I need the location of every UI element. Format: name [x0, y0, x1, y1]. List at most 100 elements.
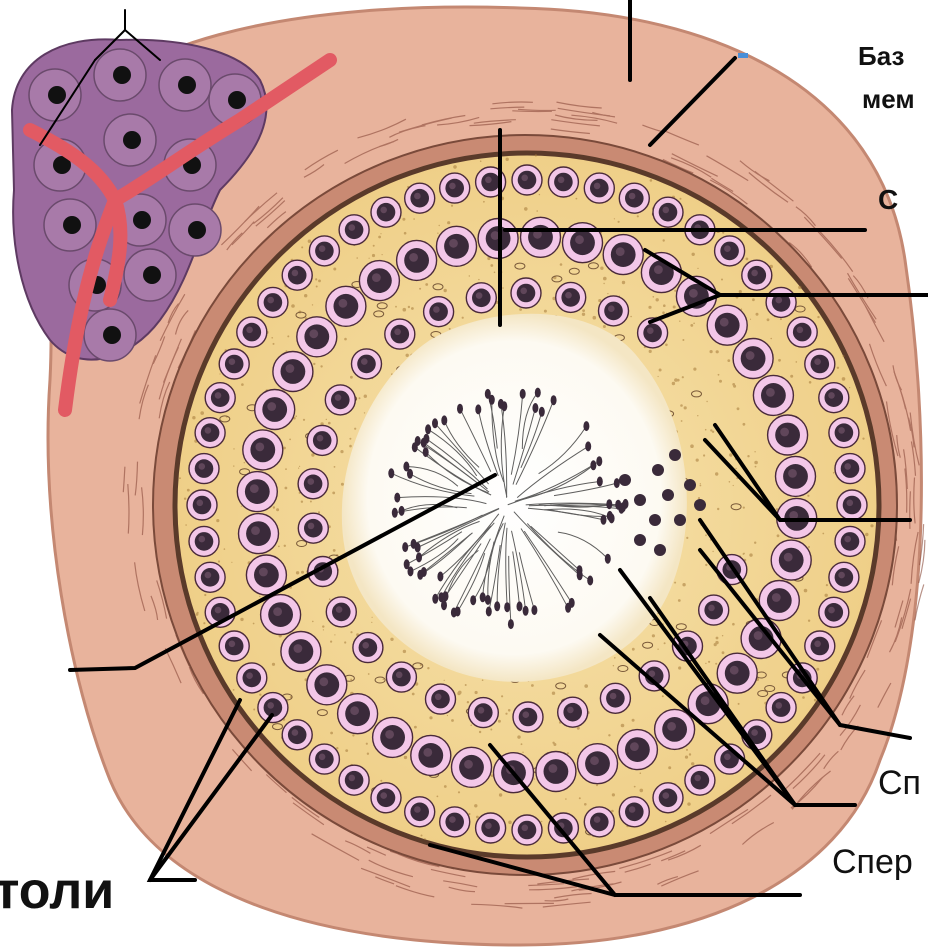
stipple-dot — [652, 634, 655, 637]
stipple-dot — [439, 225, 440, 226]
stipple-dot — [674, 290, 676, 292]
stipple-dot — [192, 416, 195, 419]
stipple-dot — [219, 373, 220, 374]
stipple-dot — [403, 650, 406, 653]
stipple-dot — [727, 359, 730, 362]
chromatin — [246, 327, 253, 334]
stipple-dot — [283, 447, 286, 450]
stipple-dot — [663, 304, 666, 307]
stipple-dot — [732, 623, 735, 626]
stipple-dot — [705, 663, 706, 664]
stipple-dot — [837, 367, 839, 369]
stipple-dot — [657, 649, 658, 650]
stipple-dot — [304, 294, 307, 297]
chromatin — [608, 305, 615, 312]
chromatin — [199, 463, 206, 470]
stipple-dot — [613, 665, 614, 666]
stipple-dot — [479, 731, 481, 733]
chromatin — [435, 694, 442, 701]
stipple-dot — [453, 165, 457, 169]
spermatid-head — [674, 514, 686, 526]
stipple-dot — [618, 221, 620, 223]
chromatin — [380, 792, 387, 799]
stipple-dot — [729, 481, 731, 483]
chromatin — [776, 702, 783, 709]
stipple-dot — [336, 747, 338, 749]
stipple-dot — [197, 612, 199, 614]
stipple-dot — [584, 684, 588, 688]
spermatozoon-head — [498, 399, 504, 409]
stipple-dot — [271, 337, 273, 339]
spermatid-head — [649, 514, 661, 526]
stipple-dot — [630, 316, 632, 318]
spermatozoon-head — [494, 601, 500, 611]
stipple-dot — [621, 724, 625, 728]
chromatin — [385, 730, 394, 739]
stipple-dot — [814, 699, 817, 702]
stipple-dot — [404, 232, 407, 235]
stipple-dot — [506, 158, 509, 161]
stipple-dot — [322, 625, 324, 627]
stipple-dot — [541, 821, 543, 823]
spermatozoon-head — [399, 506, 405, 516]
stipple-dot — [272, 663, 275, 666]
spermatozoon-head — [412, 442, 418, 452]
stipple-dot — [668, 766, 671, 769]
stipple-dot — [680, 404, 683, 407]
label-spermatids-fragment: Сп — [878, 766, 921, 800]
spermatid-head — [634, 494, 646, 506]
chromatin — [610, 693, 617, 700]
chromatin — [414, 193, 421, 200]
stipple-dot — [722, 635, 723, 636]
stipple-dot — [664, 642, 666, 644]
chromatin — [751, 729, 758, 736]
spermatozoon-head — [432, 594, 438, 604]
chromatin — [409, 253, 418, 262]
stipple-dot — [364, 412, 365, 413]
chromatin — [629, 806, 636, 813]
spermatozoon-head — [606, 499, 612, 509]
chromatin — [797, 327, 804, 334]
stipple-dot — [372, 617, 373, 618]
chromatin — [372, 273, 381, 282]
interstitial-cell-nucleus — [178, 76, 196, 94]
chromatin — [380, 207, 387, 214]
chromatin — [308, 523, 315, 530]
stipple-dot — [690, 444, 694, 448]
chromatin — [630, 742, 639, 751]
stipple-dot — [240, 618, 243, 621]
stipple-dot — [303, 419, 305, 421]
chromatin — [838, 427, 845, 434]
chromatin — [476, 292, 483, 299]
spermatozoon-head — [404, 559, 410, 569]
stipple-dot — [754, 461, 758, 465]
stipple-dot — [612, 793, 615, 796]
stipple-dot — [693, 368, 696, 371]
stipple-dot — [674, 378, 678, 382]
stipple-dot — [673, 306, 676, 309]
stipple-dot — [334, 634, 335, 635]
stipple-dot — [600, 267, 603, 270]
stipple-dot — [705, 564, 707, 566]
chromatin — [317, 435, 324, 442]
stipple-dot — [328, 422, 331, 425]
interstitial-cell-nucleus — [188, 221, 206, 239]
stipple-dot — [323, 629, 324, 630]
stipple-dot — [662, 311, 665, 314]
stipple-dot — [185, 524, 187, 526]
stipple-dot — [380, 233, 381, 234]
stipple-dot — [383, 679, 385, 681]
label-sertoli-cells: толи — [0, 865, 114, 917]
chromatin — [267, 402, 276, 411]
label-basal-membrane-line2: мем — [862, 86, 915, 112]
stipple-dot — [614, 218, 615, 219]
chromatin — [336, 606, 343, 613]
stipple-dot — [680, 198, 682, 200]
stipple-dot — [607, 293, 608, 294]
stipple-dot — [390, 638, 393, 641]
spermatozoon-head — [416, 552, 422, 562]
stipple-dot — [403, 308, 407, 312]
chromatin — [273, 607, 282, 616]
stipple-dot — [576, 198, 578, 200]
